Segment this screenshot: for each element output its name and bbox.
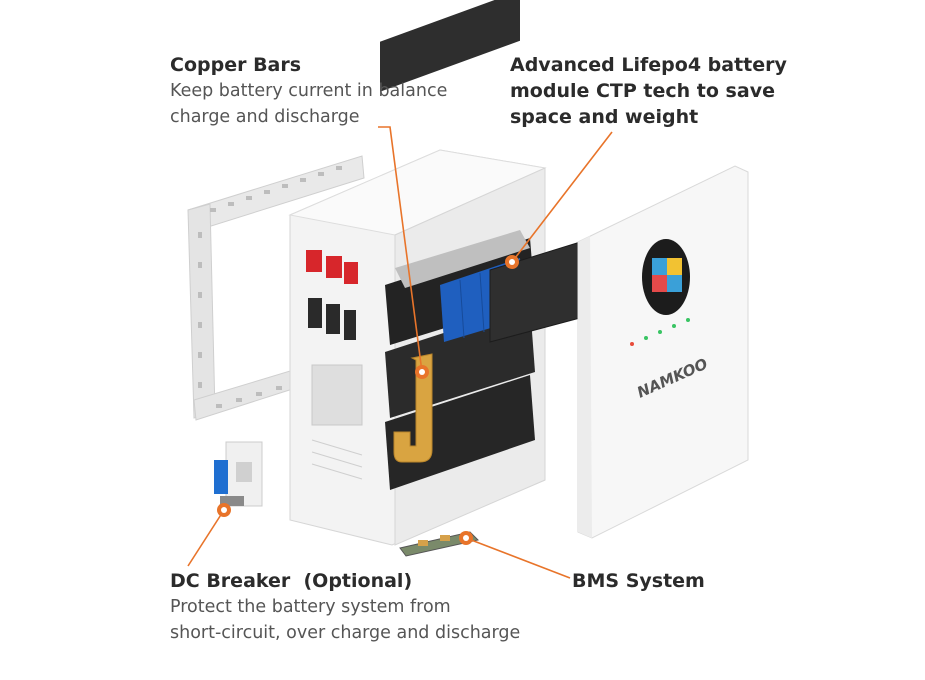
front-cover: NAMKOO <box>577 165 749 539</box>
callout-lines <box>187 126 613 579</box>
battery-module-title-line2: module CTP tech to save <box>510 80 775 102</box>
dc-breaker-desc-line2: short-circuit, over charge and discharge <box>170 623 521 643</box>
copper-bar <box>393 353 433 463</box>
callout-copper-bars: Copper Bars Keep battery current in bala… <box>170 52 490 130</box>
dc-breaker-desc-line1: Protect the battery system from <box>170 597 451 617</box>
dc-breaker-title: DC Breaker (Optional) <box>170 570 413 592</box>
copper-bars-desc-line1: Keep battery current in balance <box>170 81 448 101</box>
dc-breaker <box>214 441 263 507</box>
copper-bars-title: Copper Bars <box>170 54 302 76</box>
battery-module-title-line1: Advanced Lifepo4 battery <box>510 54 787 76</box>
copper-bars-desc-line2: charge and discharge <box>170 107 360 127</box>
bms-board <box>399 531 479 557</box>
callout-markers <box>217 255 519 545</box>
callout-battery-module: Advanced Lifepo4 battery module CTP tech… <box>510 52 830 130</box>
wall-mount-bracket <box>187 155 365 421</box>
battery-module-title-line3: space and weight <box>510 106 699 128</box>
terminal-block <box>306 250 358 340</box>
callout-dc-breaker: DC Breaker (Optional) Protect the batter… <box>170 568 590 646</box>
bms-title: BMS System <box>572 570 705 592</box>
callout-bms: BMS System <box>572 568 772 594</box>
